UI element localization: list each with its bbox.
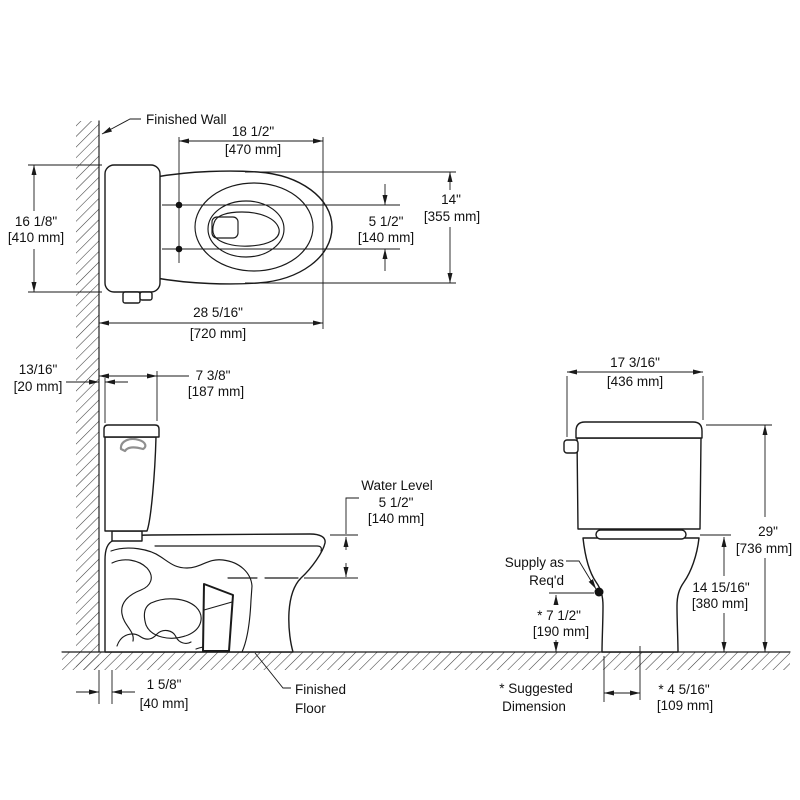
dim-height-in: 29": [758, 524, 778, 539]
dim-bowl-width-in: 14": [441, 192, 461, 207]
dim-water-level-mm: [140 mm]: [368, 511, 424, 526]
side-view-flush-lever: [119, 437, 147, 453]
top-view-rim-outline: [194, 182, 314, 272]
dim-tank-depth-mm: [187 mm]: [188, 384, 244, 399]
dim-base-gap-in: 1 5/8": [147, 677, 182, 692]
supply-connection-dot: [594, 587, 604, 597]
top-view-tank: [104, 164, 161, 293]
finished-wall: [76, 120, 100, 670]
bolt-hole-bottom: [175, 245, 183, 253]
dim-tank-depth-in: 7 3/8": [196, 368, 231, 383]
dim-wall-gap-in: 13/16": [19, 362, 58, 377]
floor-hatch: [62, 652, 790, 670]
top-view-flush-button: [122, 291, 141, 304]
finished-wall-leader: [101, 118, 141, 135]
dim-bowl-width-mm: [355 mm]: [424, 209, 480, 224]
dim-tank-width-mm: [410 mm]: [8, 230, 64, 245]
trapway-channel: [111, 559, 152, 642]
side-view-tank-lid: [103, 424, 160, 438]
top-view-flush-button-2: [139, 291, 153, 301]
water-level-dim-link: [345, 497, 359, 534]
dim-tank-width-in: 16 1/8": [15, 214, 58, 229]
front-view-seat: [595, 529, 687, 540]
top-view-seat-outline: [152, 170, 333, 285]
top-view: 18 1/2" [470 mm] 16 1/8" [410 mm] 14" [3…: [8, 112, 480, 341]
front-view-tank-lid: [575, 421, 703, 439]
suggested-note-2: Dimension: [502, 699, 566, 714]
trapway-weir-edge: [203, 601, 233, 611]
finished-floor: [61, 651, 791, 670]
trapway-pocket: [143, 598, 202, 639]
supply-label-2: Req'd: [529, 573, 564, 588]
wall-hatch: [76, 121, 99, 670]
dim-supply-height-in: * 7 1/2": [537, 608, 581, 623]
dim-rim-height-mm: [380 mm]: [692, 596, 748, 611]
front-view-flush-lever: [563, 439, 579, 454]
trapway-weir: [202, 583, 234, 652]
dim-supply-offset-mm: [109 mm]: [657, 698, 713, 713]
dim-height-mm: [736 mm]: [736, 541, 792, 556]
top-view-water-spot: [212, 211, 280, 247]
supply-label-1: Supply as: [505, 555, 565, 570]
dim-overall-depth-in: 28 5/16": [193, 305, 243, 320]
dim-supply-offset-in: * 4 5/16": [658, 682, 710, 697]
finished-floor-label-1: Finished: [295, 682, 346, 697]
bolt-hole-top: [175, 201, 183, 209]
trapway-bottom-squiggle: [116, 629, 192, 647]
supply-leader: [566, 560, 597, 590]
side-view: 13/16" [20 mm] 7 3/8" [187 mm] Water Lev…: [14, 362, 433, 716]
dim-bolt-spacing-mm: [140 mm]: [358, 230, 414, 245]
dim-front-width-in: 17 3/16": [610, 355, 660, 370]
side-view-tank-base: [111, 530, 143, 542]
dim-bolt-spacing-in: 5 1/2": [369, 214, 404, 229]
suggested-note-1: * Suggested: [499, 681, 573, 696]
water-level-label: Water Level: [361, 478, 433, 493]
finished-floor-leader: [254, 652, 291, 689]
front-view-tank-body: [576, 437, 702, 530]
finished-floor-label-2: Floor: [295, 701, 326, 716]
dim-wall-gap-mm: [20 mm]: [14, 379, 63, 394]
dim-water-level-in: 5 1/2": [379, 495, 414, 510]
dim-rim-height-in: 14 15/16": [692, 580, 750, 595]
dim-overall-depth-mm: [720 mm]: [190, 326, 246, 341]
top-view-sump-outline: [211, 216, 239, 239]
dim-front-width-mm: [436 mm]: [607, 374, 663, 389]
top-view-bowl-opening: [207, 200, 285, 258]
front-view: 17 3/16" [436 mm] 29" [736 mm] 14 15/16"…: [499, 355, 792, 714]
trapway-outer-contour: [110, 547, 253, 653]
dim-base-gap-mm: [40 mm]: [140, 696, 189, 711]
dim-bowl-length-mm: [470 mm]: [225, 142, 281, 157]
dim-supply-height-mm: [190 mm]: [533, 624, 589, 639]
side-view-rim-line: [154, 545, 322, 552]
side-view-tank-body: [104, 436, 157, 532]
finished-wall-label: Finished Wall: [146, 112, 227, 127]
dim-bowl-length-in: 18 1/2": [232, 124, 275, 139]
